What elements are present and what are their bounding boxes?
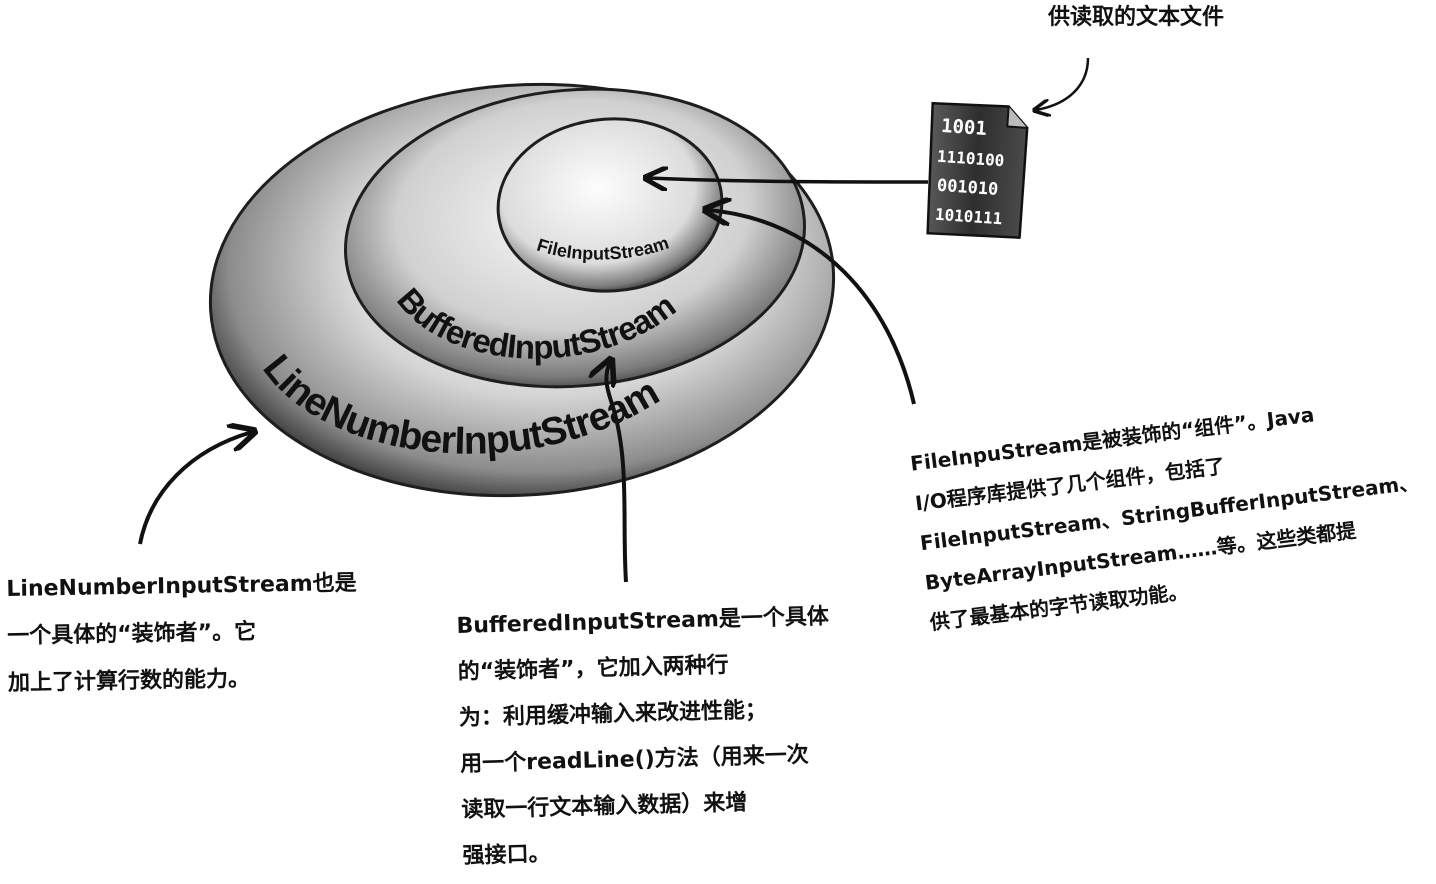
text-file-icon: 1001 1110100 001010 1010111 bbox=[926, 101, 1029, 239]
file-bits-line-4: 1010111 bbox=[934, 205, 1003, 229]
file-bits-line-2: 1110100 bbox=[936, 147, 1005, 171]
arrow-note-to-outer bbox=[138, 432, 252, 545]
file-caption: 供读取的文本文件 bbox=[1048, 5, 1225, 30]
file-page bbox=[926, 101, 1029, 239]
note-buffered: BufferedInputStream是一个具体 的“装饰者”，它加入两种行 为… bbox=[456, 594, 835, 880]
note-linenumber-line-3: 加上了计算行数的能力。 bbox=[7, 666, 251, 696]
file-corner-fold bbox=[1006, 106, 1028, 129]
file-bits-line-1: 1001 bbox=[940, 115, 987, 140]
note-buffered-line-6: 强接口。 bbox=[462, 841, 551, 869]
arrow-note-to-inner bbox=[708, 210, 916, 405]
note-linenumber-line-2: 一个具体的“装饰者”。它 bbox=[7, 619, 257, 649]
file-bits-line-3: 001010 bbox=[936, 176, 999, 200]
note-linenumber: LineNumberInputStream也是 一个具体的“装饰者”。它 加上了… bbox=[6, 560, 359, 707]
note-linenumber-line-1: LineNumberInputStream也是 bbox=[6, 570, 357, 602]
arrow-caption-to-file bbox=[1036, 57, 1090, 110]
note-buffered-line-1: BufferedInputStream是一个具体 bbox=[456, 604, 830, 639]
arrow-file-to-inner bbox=[648, 178, 929, 182]
note-buffered-line-4: 用一个readLine()方法（用来一次 bbox=[459, 742, 810, 777]
arrow-note-to-middle bbox=[606, 362, 628, 583]
